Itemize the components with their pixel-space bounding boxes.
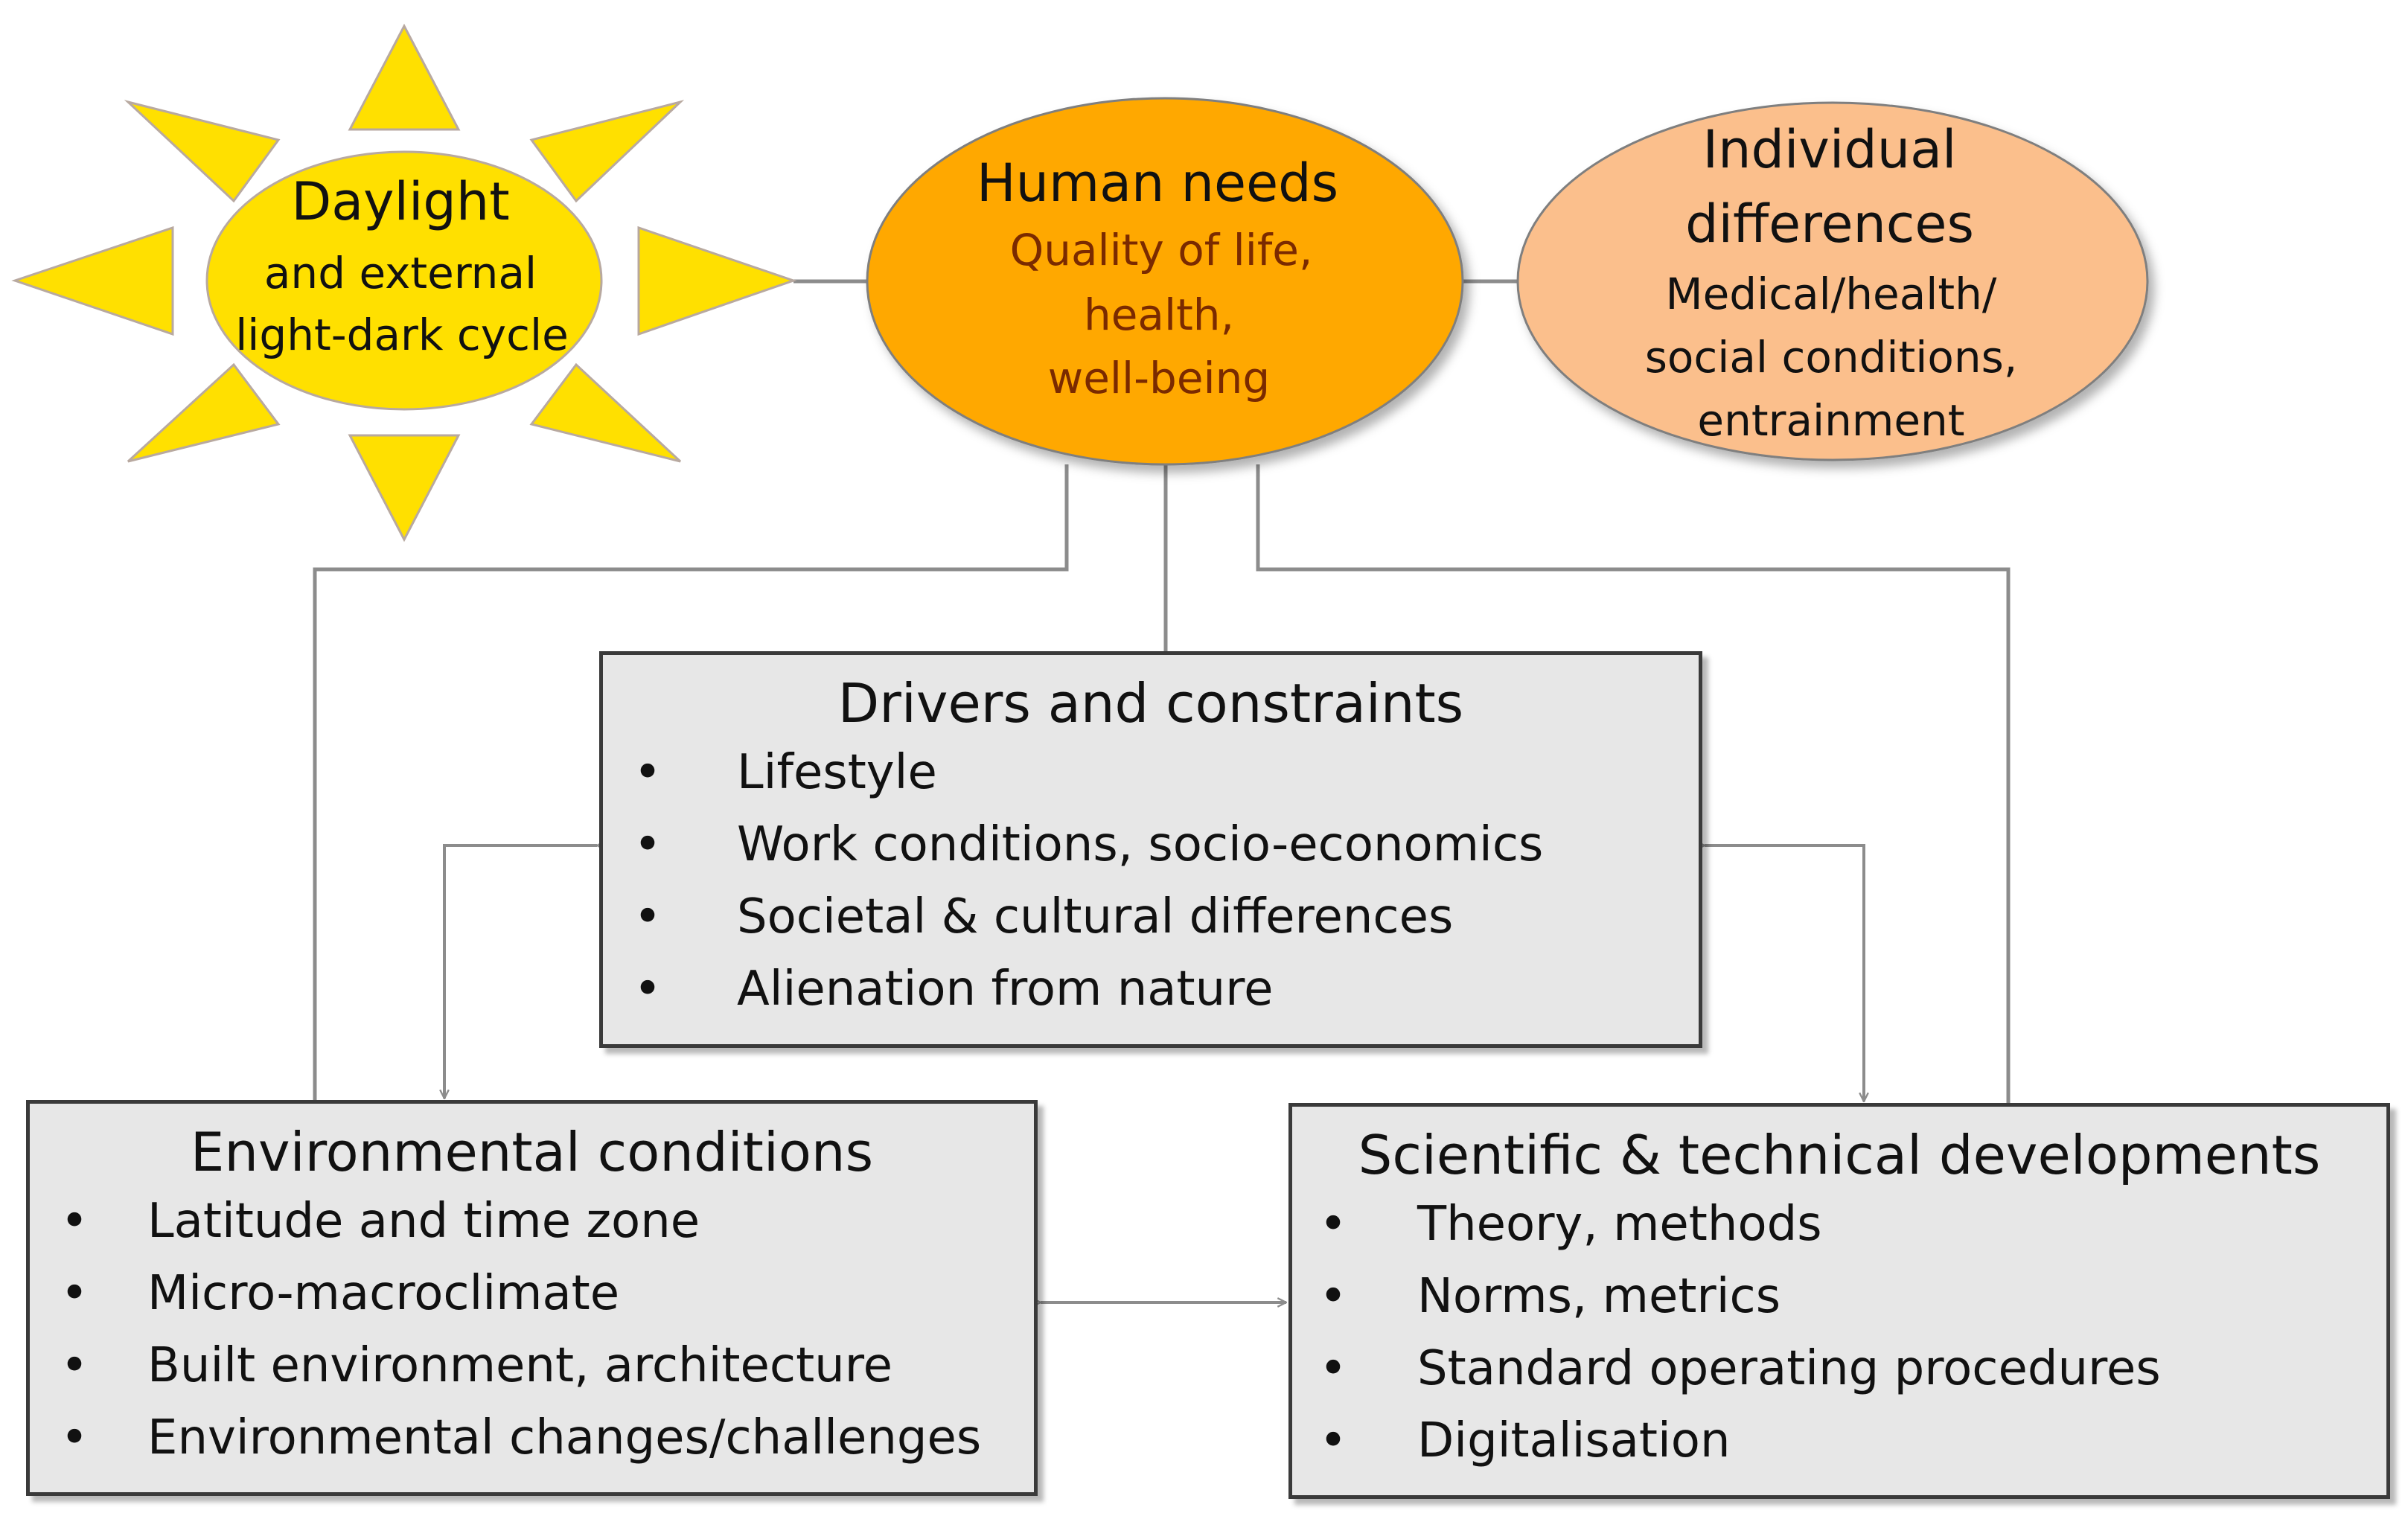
human-needs-oval xyxy=(866,97,1464,466)
list-item-text: Theory, methods xyxy=(1417,1197,1822,1252)
sun-ray-top xyxy=(348,23,461,131)
connector-human-to-environmental xyxy=(313,464,1069,1100)
sun-ray-left xyxy=(11,226,174,336)
list-item-text: Micro-macroclimate xyxy=(147,1266,620,1321)
arrows xyxy=(444,845,1864,1302)
environmental-list: • Latitude and time zone • Micro-macrocl… xyxy=(52,1186,1034,1474)
sun-ray-top-right xyxy=(529,100,685,203)
list-item-text: Standard operating procedures xyxy=(1417,1341,2161,1396)
bullet: • xyxy=(633,817,662,872)
connectors xyxy=(313,279,2011,1103)
list-item-text: Built environment, architecture xyxy=(147,1338,892,1393)
sun-ray-right xyxy=(637,226,797,336)
bullet: • xyxy=(60,1410,89,1465)
box-title: Scientific & technical developments xyxy=(1358,1124,2321,1186)
list-item: • Micro-macroclimate xyxy=(52,1258,1034,1330)
list-item: • Societal & cultural differences xyxy=(625,881,1699,953)
list-item-text: Lifestyle xyxy=(737,745,937,800)
list-item-text: Societal & cultural differences xyxy=(737,889,1454,944)
daylight-oval xyxy=(205,150,603,411)
list-item-text: Work conditions, socio-economics xyxy=(737,817,1544,872)
sun-ray-bottom-right xyxy=(529,362,682,463)
arrow-drivers-scientific xyxy=(1705,845,1864,1101)
daylight-title: Daylight xyxy=(291,171,509,232)
bullet: • xyxy=(633,889,662,944)
drivers-and-constraints-box: Drivers and constraints • Lifestyle • Wo… xyxy=(599,651,1702,1048)
individual-differences-line: Medical/health/ xyxy=(1666,269,1997,319)
list-item-text: Norms, metrics xyxy=(1417,1269,1781,1324)
individual-differences-title: differences xyxy=(1685,194,1974,255)
list-item-text: Alienation from nature xyxy=(737,962,1274,1017)
sun-ray-bottom xyxy=(348,434,461,543)
human-needs-line: Quality of life, xyxy=(1010,225,1313,275)
daylight-line: light-dark cycle xyxy=(235,310,569,360)
list-item: • Theory, methods xyxy=(1311,1189,2386,1261)
daylight-sun: Daylight and external light-dark cycle xyxy=(11,23,797,543)
list-item: • Digitalisation xyxy=(1311,1405,2386,1477)
list-item: • Built environment, architecture xyxy=(52,1330,1034,1402)
list-item-text: Digitalisation xyxy=(1417,1413,1731,1468)
bullet: • xyxy=(60,1266,89,1321)
list-item: • Environmental changes/challenges xyxy=(52,1402,1034,1474)
bullet: • xyxy=(633,962,662,1017)
sun-rays xyxy=(11,23,797,543)
list-item: • Alienation from nature xyxy=(625,953,1699,1026)
list-item: • Latitude and time zone xyxy=(52,1186,1034,1258)
connector-human-to-scientific xyxy=(1256,464,2011,1103)
list-item: • Work conditions, socio-economics xyxy=(625,809,1699,881)
individual-differences: Individual differences Medical/health/ s… xyxy=(1516,101,2149,461)
human-needs-line: health, xyxy=(1084,290,1234,340)
list-item-text: Latitude and time zone xyxy=(147,1194,700,1249)
box-title: Environmental conditions xyxy=(190,1121,874,1183)
arrow-drivers-environmental xyxy=(444,845,597,1099)
bullet: • xyxy=(1319,1269,1347,1324)
individual-differences-line: entrainment xyxy=(1697,395,1964,446)
individual-differences-line: social conditions, xyxy=(1645,332,2018,383)
list-item: • Lifestyle xyxy=(625,737,1699,809)
bullet: • xyxy=(633,745,662,800)
bullet: • xyxy=(1319,1341,1347,1396)
human-needs: Human needs Quality of life, health, wel… xyxy=(866,97,1464,466)
bullet: • xyxy=(1319,1413,1347,1468)
scientific-list: • Theory, methods • Norms, metrics • Sta… xyxy=(1311,1189,2386,1477)
environmental-conditions-box: Environmental conditions • Latitude and … xyxy=(26,1100,1038,1496)
bullet: • xyxy=(60,1338,89,1393)
individual-differences-oval xyxy=(1516,101,2149,461)
list-item-text: Environmental changes/challenges xyxy=(147,1410,982,1465)
daylight-line: and external xyxy=(264,248,537,298)
box-title: Drivers and constraints xyxy=(837,672,1464,735)
sun-ray-top-left xyxy=(124,100,281,203)
list-item: • Standard operating procedures xyxy=(1311,1333,2386,1405)
human-needs-title: Human needs xyxy=(977,153,1338,214)
bullet: • xyxy=(1319,1197,1347,1252)
scientific-technical-developments-box: Scientific & technical developments • Th… xyxy=(1288,1103,2390,1499)
individual-differences-title: Individual xyxy=(1703,119,1957,180)
human-needs-line: well-being xyxy=(1048,353,1270,403)
sun-ray-bottom-left xyxy=(127,362,281,463)
bullet: • xyxy=(60,1194,89,1249)
list-item: • Norms, metrics xyxy=(1311,1261,2386,1333)
drivers-list: • Lifestyle • Work conditions, socio-eco… xyxy=(625,737,1699,1026)
